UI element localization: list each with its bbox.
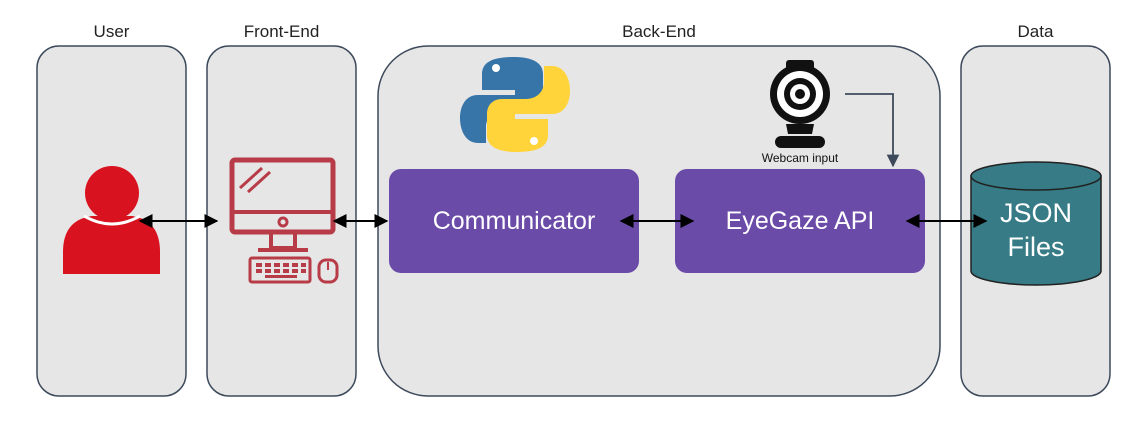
communicator-label: Communicator xyxy=(432,206,596,235)
webcam-input-label: Webcam input xyxy=(761,151,839,165)
python-logo-icon xyxy=(460,57,570,152)
database-icon[interactable] xyxy=(970,161,1102,286)
lane-title-frontend: Front-End xyxy=(243,22,320,41)
webcam-feed-arrow xyxy=(845,93,900,168)
user-icon xyxy=(63,166,160,274)
json-files-label: JSON Files xyxy=(971,196,1101,264)
webcam-icon xyxy=(770,60,830,148)
keyboard-keys xyxy=(256,263,306,278)
lane-title-user: User xyxy=(93,22,130,41)
eyegaze-api-box[interactable] xyxy=(675,169,925,273)
json-label-line2: Files xyxy=(1007,232,1065,262)
computer-icon xyxy=(229,157,339,284)
lane-title-backend: Back-End xyxy=(622,22,696,41)
eyegaze-api-label: EyeGaze API xyxy=(725,206,875,235)
json-label-line1: JSON xyxy=(999,198,1072,228)
communicator-box[interactable] xyxy=(389,169,639,273)
lane-title-data: Data xyxy=(1017,22,1054,41)
